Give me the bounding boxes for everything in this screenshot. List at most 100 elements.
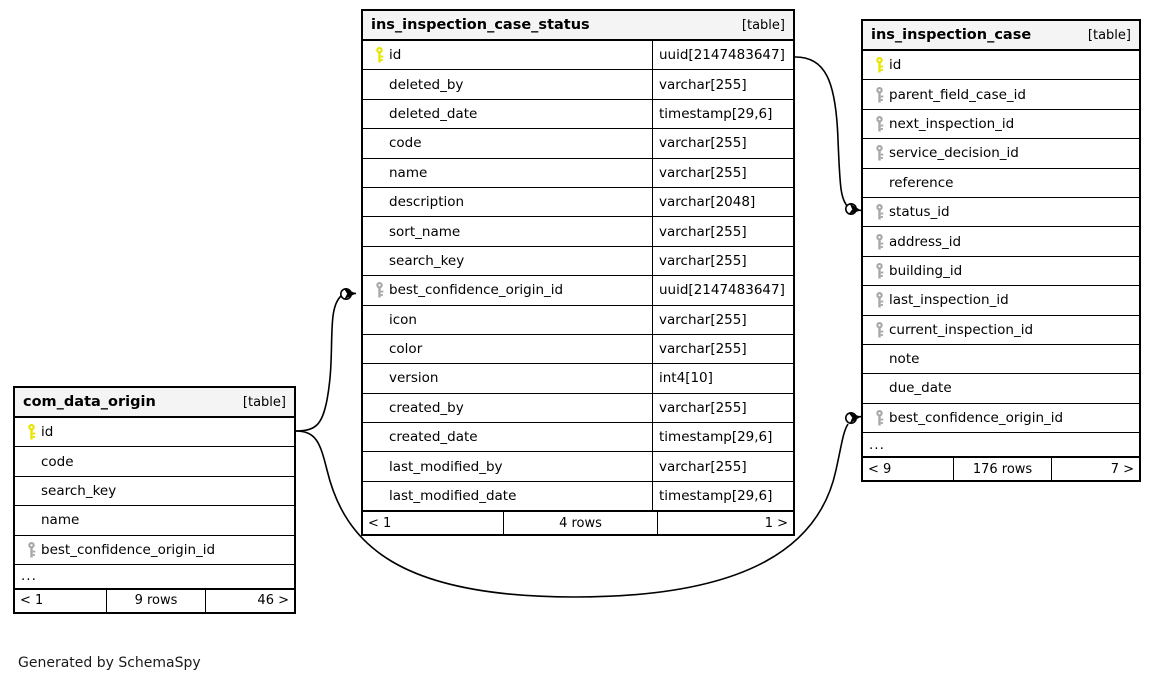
foreign-key-icon	[21, 541, 41, 558]
column-name-cell: service_decision_id	[863, 139, 1139, 167]
table-row[interactable]: name	[15, 506, 294, 536]
table-row[interactable]: status_id	[863, 198, 1139, 228]
footer-rowcount: 9 rows	[106, 589, 206, 612]
column-name-cell: note	[863, 345, 1139, 373]
table-row[interactable]: due_date	[863, 374, 1139, 404]
more-columns-indicator: ...	[15, 565, 294, 589]
table-row[interactable]: last_inspection_id	[863, 286, 1139, 316]
table-row[interactable]: code	[15, 447, 294, 477]
table-row[interactable]: version int4[10]	[363, 364, 793, 394]
column-name-cell: version	[363, 364, 652, 392]
table-row[interactable]: search_key	[15, 477, 294, 507]
edge-origin-id-to-status-best-confidence	[294, 287, 357, 432]
table-header: ins_inspection_case_status [table]	[363, 11, 793, 41]
footer-prev[interactable]: < 9	[868, 461, 892, 477]
table-row[interactable]: code varchar[255]	[363, 129, 793, 159]
table-row[interactable]: note	[863, 345, 1139, 375]
footer-rowcount: 4 rows	[503, 512, 658, 535]
table-row[interactable]: id	[15, 418, 294, 448]
column-type: timestamp[29,6]	[652, 99, 793, 129]
column-type: varchar[255]	[652, 70, 793, 99]
column-name-cell: due_date	[863, 374, 1139, 402]
column-name-cell: last_modified_date	[363, 482, 652, 510]
column-name-cell: best_confidence_origin_id	[15, 536, 294, 564]
table-ins-inspection-case[interactable]: ins_inspection_case [table] id parent_fie…	[861, 19, 1141, 483]
column-name-cell: code	[15, 447, 294, 475]
column-type: varchar[255]	[652, 246, 793, 276]
column-name: code	[41, 453, 74, 470]
table-footer: < 1 4 rows 1 >	[363, 511, 793, 535]
column-name: description	[389, 194, 465, 211]
foreign-key-icon	[369, 282, 389, 298]
table-row[interactable]: id	[863, 51, 1139, 81]
column-name: version	[389, 370, 439, 387]
column-name: last_modified_by	[389, 458, 503, 475]
column-name-cell: last_modified_by	[363, 452, 652, 480]
footer-prev[interactable]: < 1	[368, 515, 392, 531]
column-name: code	[389, 135, 422, 152]
table-type-tag: [table]	[242, 394, 286, 410]
column-name-cell: color	[363, 335, 652, 363]
column-name-cell: icon	[363, 306, 652, 334]
table-row[interactable]: parent_field_case_id	[863, 80, 1139, 110]
foreign-key-icon	[869, 86, 889, 103]
footer-next[interactable]: 46 >	[257, 593, 289, 609]
footer-prev[interactable]: < 1	[20, 593, 44, 609]
column-type: varchar[255]	[652, 334, 793, 364]
column-name-cell: description	[363, 188, 652, 216]
column-name-cell: current_inspection_id	[863, 316, 1139, 344]
table-row[interactable]: next_inspection_id	[863, 110, 1139, 140]
column-name-cell: sort_name	[363, 217, 652, 245]
column-type: varchar[255]	[652, 393, 793, 423]
table-header: ins_inspection_case [table]	[863, 21, 1139, 51]
column-name: search_key	[41, 482, 117, 499]
column-name: status_id	[889, 204, 950, 221]
primary-key-icon	[21, 424, 41, 440]
column-name: next_inspection_id	[889, 115, 1015, 132]
table-row[interactable]: service_decision_id	[863, 139, 1139, 169]
column-name-cell: id	[363, 41, 652, 69]
foreign-key-icon	[869, 233, 889, 250]
column-name: color	[389, 341, 423, 358]
table-row[interactable]: current_inspection_id	[863, 316, 1139, 345]
table-row[interactable]: best_confidence_origin_id	[15, 536, 294, 565]
footer-next[interactable]: 1 >	[764, 515, 788, 531]
generator-credit: Generated by SchemaSpy	[18, 655, 201, 671]
table-type-tag: [table]	[1087, 27, 1131, 43]
column-type: varchar[255]	[652, 129, 793, 158]
column-name-cell: name	[15, 506, 294, 534]
table-row[interactable]: building_id	[863, 257, 1139, 287]
column-name: id	[889, 57, 902, 74]
column-name-cell: address_id	[863, 227, 1139, 255]
table-row[interactable]: best_confidence_origin_id	[863, 404, 1139, 434]
table-row[interactable]: reference	[863, 169, 1139, 198]
column-type: varchar[255]	[652, 217, 793, 246]
footer-next[interactable]: 7 >	[1110, 461, 1134, 477]
column-name-cell: reference	[863, 169, 1139, 197]
column-name-cell: parent_field_case_id	[863, 80, 1139, 108]
column-name-cell: last_inspection_id	[863, 286, 1139, 314]
table-row[interactable]: address_id	[863, 227, 1139, 257]
table-footer: < 1 9 rows 46 >	[15, 588, 294, 612]
table-row[interactable]: color varchar[255]	[363, 334, 793, 365]
column-name: best_confidence_origin_id	[889, 409, 1064, 426]
column-type: uuid[2147483647]	[652, 276, 793, 305]
column-name-cell: building_id	[863, 257, 1139, 285]
column-type: int4[10]	[652, 364, 793, 393]
